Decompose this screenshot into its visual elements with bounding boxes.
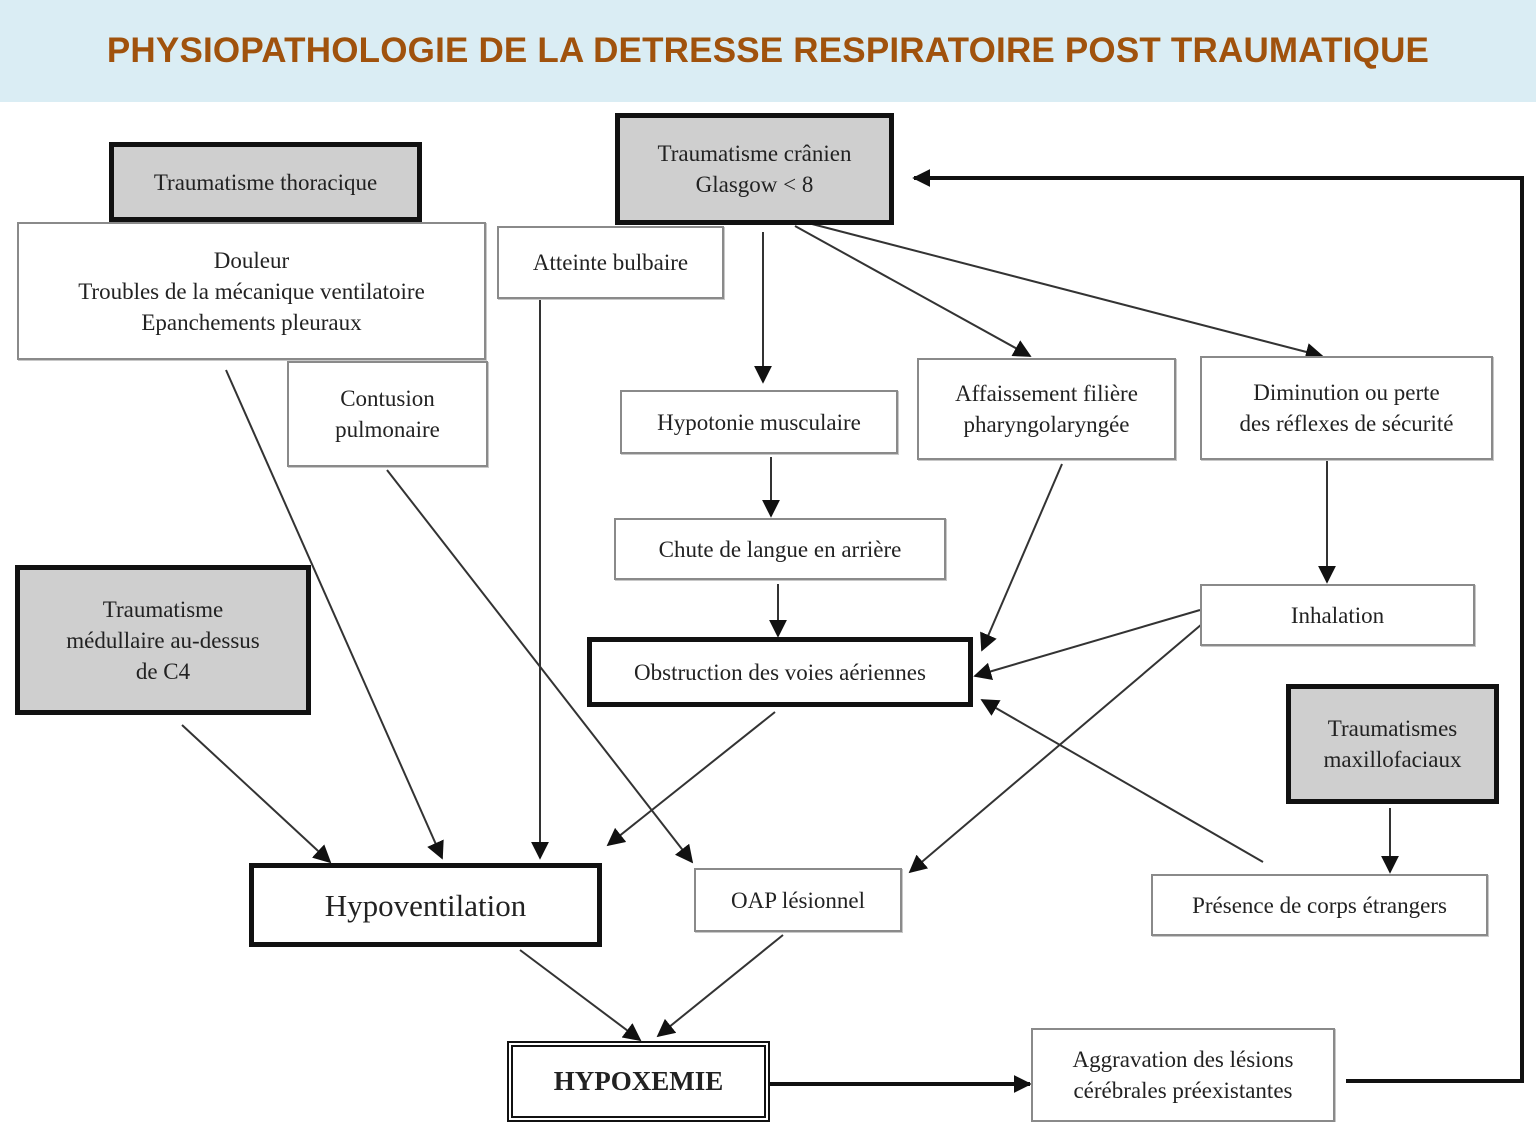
node-traumatisme-medullaire: Traumatisme médullaire au-dessus de C4: [15, 565, 311, 715]
node-oap-lesionnel: OAP lésionnel: [694, 868, 902, 932]
node-hypoventilation: Hypoventilation: [249, 863, 602, 947]
title-bar: PHYSIOPATHOLOGIE DE LA DETRESSE RESPIRAT…: [0, 0, 1536, 102]
arrow-inhalation-obstruction: [973, 609, 1201, 681]
node-traumatisme-thoracique: Traumatisme thoracique: [109, 142, 422, 222]
arrow-contusion-oap: [386, 469, 694, 864]
arrow-aggravation-cranien: [912, 169, 1524, 1083]
arrow-cranien-affaissement: [794, 225, 1032, 357]
node-hypoxemie: HYPOXEMIE: [507, 1041, 770, 1122]
node-atteinte-bulbaire: Atteinte bulbaire: [497, 226, 724, 299]
node-obstruction-voies-aeriennes: Obstruction des voies aériennes: [587, 637, 973, 707]
arrow-oap-hypoxemie: [656, 934, 784, 1038]
node-contusion-pulmonaire: Contusion pulmonaire: [287, 361, 488, 467]
arrow-inhalation-oap: [908, 623, 1203, 874]
arrow-hypoventilation-hypoxemie: [519, 949, 642, 1042]
node-affaissement: Affaissement filière pharyngolaryngée: [917, 358, 1176, 460]
page-title: PHYSIOPATHOLOGIE DE LA DETRESSE RESPIRAT…: [106, 31, 1430, 70]
node-traumatismes-maxillofaciaux: Traumatismes maxillofaciaux: [1286, 684, 1499, 804]
node-aggravation-lesions: Aggravation des lésions cérébrales préex…: [1031, 1028, 1335, 1122]
arrow-cranien-diminution: [811, 223, 1324, 361]
node-chute-langue: Chute de langue en arrière: [614, 518, 946, 580]
arrow-corps-obstruction: [980, 699, 1264, 863]
node-corps-etrangers: Présence de corps étrangers: [1151, 874, 1488, 936]
node-inhalation: Inhalation: [1200, 584, 1475, 646]
arrow-medullaire-hypoventilation: [181, 724, 332, 864]
arrow-douleur-hypoventilation: [225, 369, 444, 860]
node-douleur: Douleur Troubles de la mécanique ventila…: [17, 222, 486, 360]
node-diminution-reflexes: Diminution ou perte des réflexes de sécu…: [1200, 356, 1493, 460]
arrow-affaissement-obstruction: [980, 463, 1063, 652]
arrow-obstruction-hypoventilation: [606, 711, 776, 847]
node-traumatisme-cranien: Traumatisme crânien Glasgow < 8: [615, 113, 894, 225]
node-hypotonie-musculaire: Hypotonie musculaire: [620, 390, 898, 454]
